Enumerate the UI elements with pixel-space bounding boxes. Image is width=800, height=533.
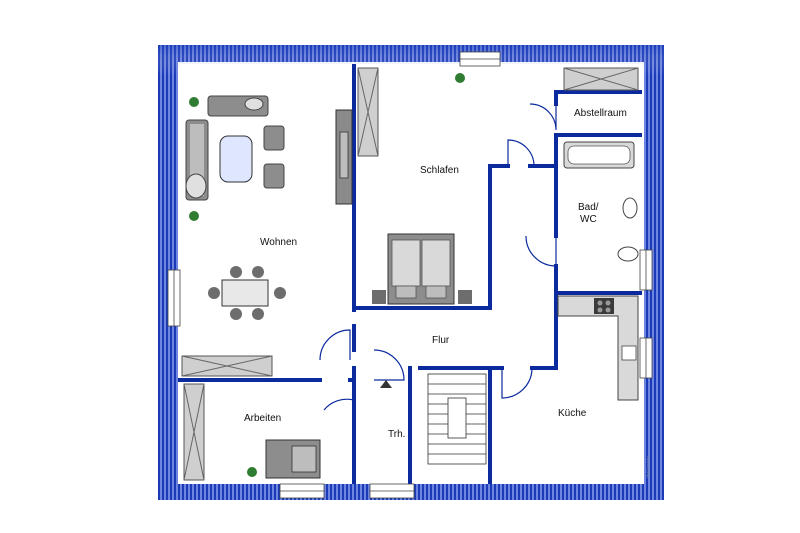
living-room-furniture	[185, 95, 286, 320]
room-label-flur: Flur	[432, 335, 450, 346]
room-label-arbeiten: Arbeiten	[244, 413, 281, 424]
entry-arrow-icon	[380, 380, 392, 388]
room-label-kueche: Küche	[558, 408, 587, 419]
interior-walls	[178, 64, 642, 484]
door-swings	[319, 103, 557, 430]
credit-text: MyGrundriss	[645, 455, 650, 478]
room-label-wc: WC	[580, 214, 597, 225]
room-label-schlafen: Schlafen	[420, 165, 459, 176]
staircase	[427, 373, 487, 465]
built-in-wardrobes	[181, 67, 639, 481]
bathroom-fixtures	[563, 141, 639, 262]
windows	[167, 51, 653, 499]
room-labels: Wohnen Schlafen Abstellraum Bad/ WC Flur…	[244, 108, 627, 440]
room-label-treppenhaus: Trh.	[388, 429, 405, 440]
desk	[265, 439, 321, 479]
room-label-wohnen: Wohnen	[260, 237, 297, 248]
room-label-bad: Bad/	[578, 202, 599, 213]
room-label-abstellraum: Abstellraum	[574, 108, 627, 119]
plant-icons	[189, 73, 465, 477]
double-bed	[372, 233, 472, 305]
kitchen-counter	[557, 295, 639, 401]
